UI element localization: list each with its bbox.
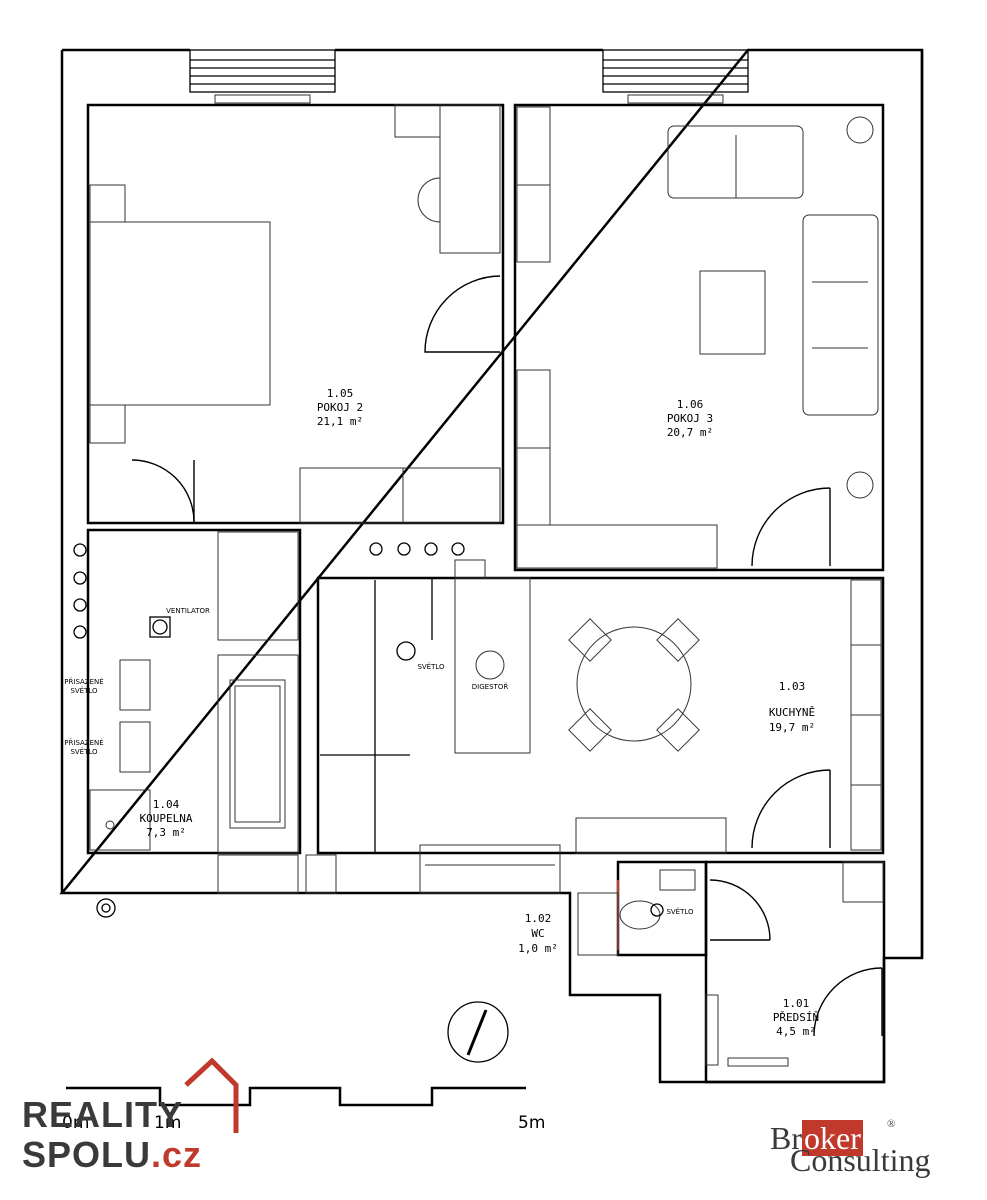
scale-bar <box>66 1086 526 1107</box>
wc-number: 1.02 <box>525 912 552 925</box>
house-roof-icon <box>184 1057 239 1133</box>
logo-consulting-text: Consulting <box>790 1142 931 1178</box>
scale-start-label: 0m <box>62 1113 89 1133</box>
broker-consulting-logo: Broker ® Consulting <box>770 1118 980 1180</box>
scale-end-label: 5m <box>518 1113 545 1133</box>
logo-broker-text: Broker <box>770 1120 863 1157</box>
digestor-label: DIGESTOŘ <box>472 682 509 691</box>
prisazene1-l2: SVĚTLO <box>70 686 98 695</box>
pokoj3-area: 20,7 m² <box>667 426 713 439</box>
kuchyne-area: 19,7 m² <box>769 721 815 734</box>
pokoj2-number: 1.05 <box>327 387 354 400</box>
logo-reality-text: REALITY <box>22 1094 184 1135</box>
koupelna-number: 1.04 <box>153 798 180 811</box>
predsin-area: 4,5 m² <box>776 1025 816 1038</box>
north-arrow-icon <box>447 1001 509 1063</box>
room-pokoj2-outline <box>86 103 505 525</box>
meter-circle <box>96 898 116 918</box>
window-top-right <box>602 49 749 104</box>
logo-broker-highlight: oker <box>802 1120 863 1156</box>
kuchyne-name: KUCHYNĚ <box>769 706 815 719</box>
realityspolu-logo: REALITY SPOLU.cz <box>22 1057 242 1190</box>
logo-spolu-word: SPOLU <box>22 1134 152 1175</box>
prisazene2-l2: SVĚTLO <box>70 747 98 756</box>
prisazene2-l1: PŘISAZENÉ <box>64 738 103 747</box>
wc-name: WC <box>531 927 544 940</box>
pokoj3-number: 1.06 <box>677 398 704 411</box>
scale-mid-label: 1m <box>154 1113 181 1133</box>
prisazene1-l1: PŘISAZENÉ <box>64 677 103 686</box>
room-kuchyne-outline <box>316 559 885 894</box>
window-top-left <box>189 49 336 104</box>
room-koupelna-outline <box>73 528 337 894</box>
logo-cz-suffix: .cz <box>151 1134 203 1175</box>
pokoj2-area: 21,1 m² <box>317 415 363 428</box>
logo-broker-prefix: Br <box>770 1120 802 1156</box>
svetlo-wc-label: SVĚTLO <box>666 907 694 916</box>
koupelna-area: 7,3 m² <box>146 826 186 839</box>
room-labels: 1.05 POKOJ 2 21,1 m² 1.06 POKOJ 3 20,7 m… <box>140 387 820 1038</box>
kuchyne-number: 1.03 <box>779 680 806 693</box>
kitchen-burners <box>369 542 465 556</box>
registered-mark: ® <box>887 1118 896 1130</box>
doors <box>131 275 883 1037</box>
predsin-name: PŘEDSÍŇ <box>773 1011 819 1024</box>
room-pokoj3-outline <box>513 103 885 572</box>
outer-walls <box>59 48 924 1084</box>
pokoj2-name: POKOJ 2 <box>317 401 363 414</box>
logo-spolu-text: SPOLU.cz <box>22 1135 242 1175</box>
svetlo-kitchen-label: SVĚTLO <box>417 662 445 671</box>
predsin-number: 1.01 <box>783 997 810 1010</box>
pokoj3-name: POKOJ 3 <box>667 412 713 425</box>
koupelna-name: KOUPELNA <box>140 812 193 825</box>
ventilator-label: VENTILATOR <box>166 607 210 615</box>
room-predsin-outline <box>704 860 886 1084</box>
fixture-labels: VENTILATOR DIGESTOŘ SVĚTLO SVĚTLO PŘISAZ… <box>64 607 694 916</box>
wc-area: 1,0 m² <box>518 942 558 955</box>
